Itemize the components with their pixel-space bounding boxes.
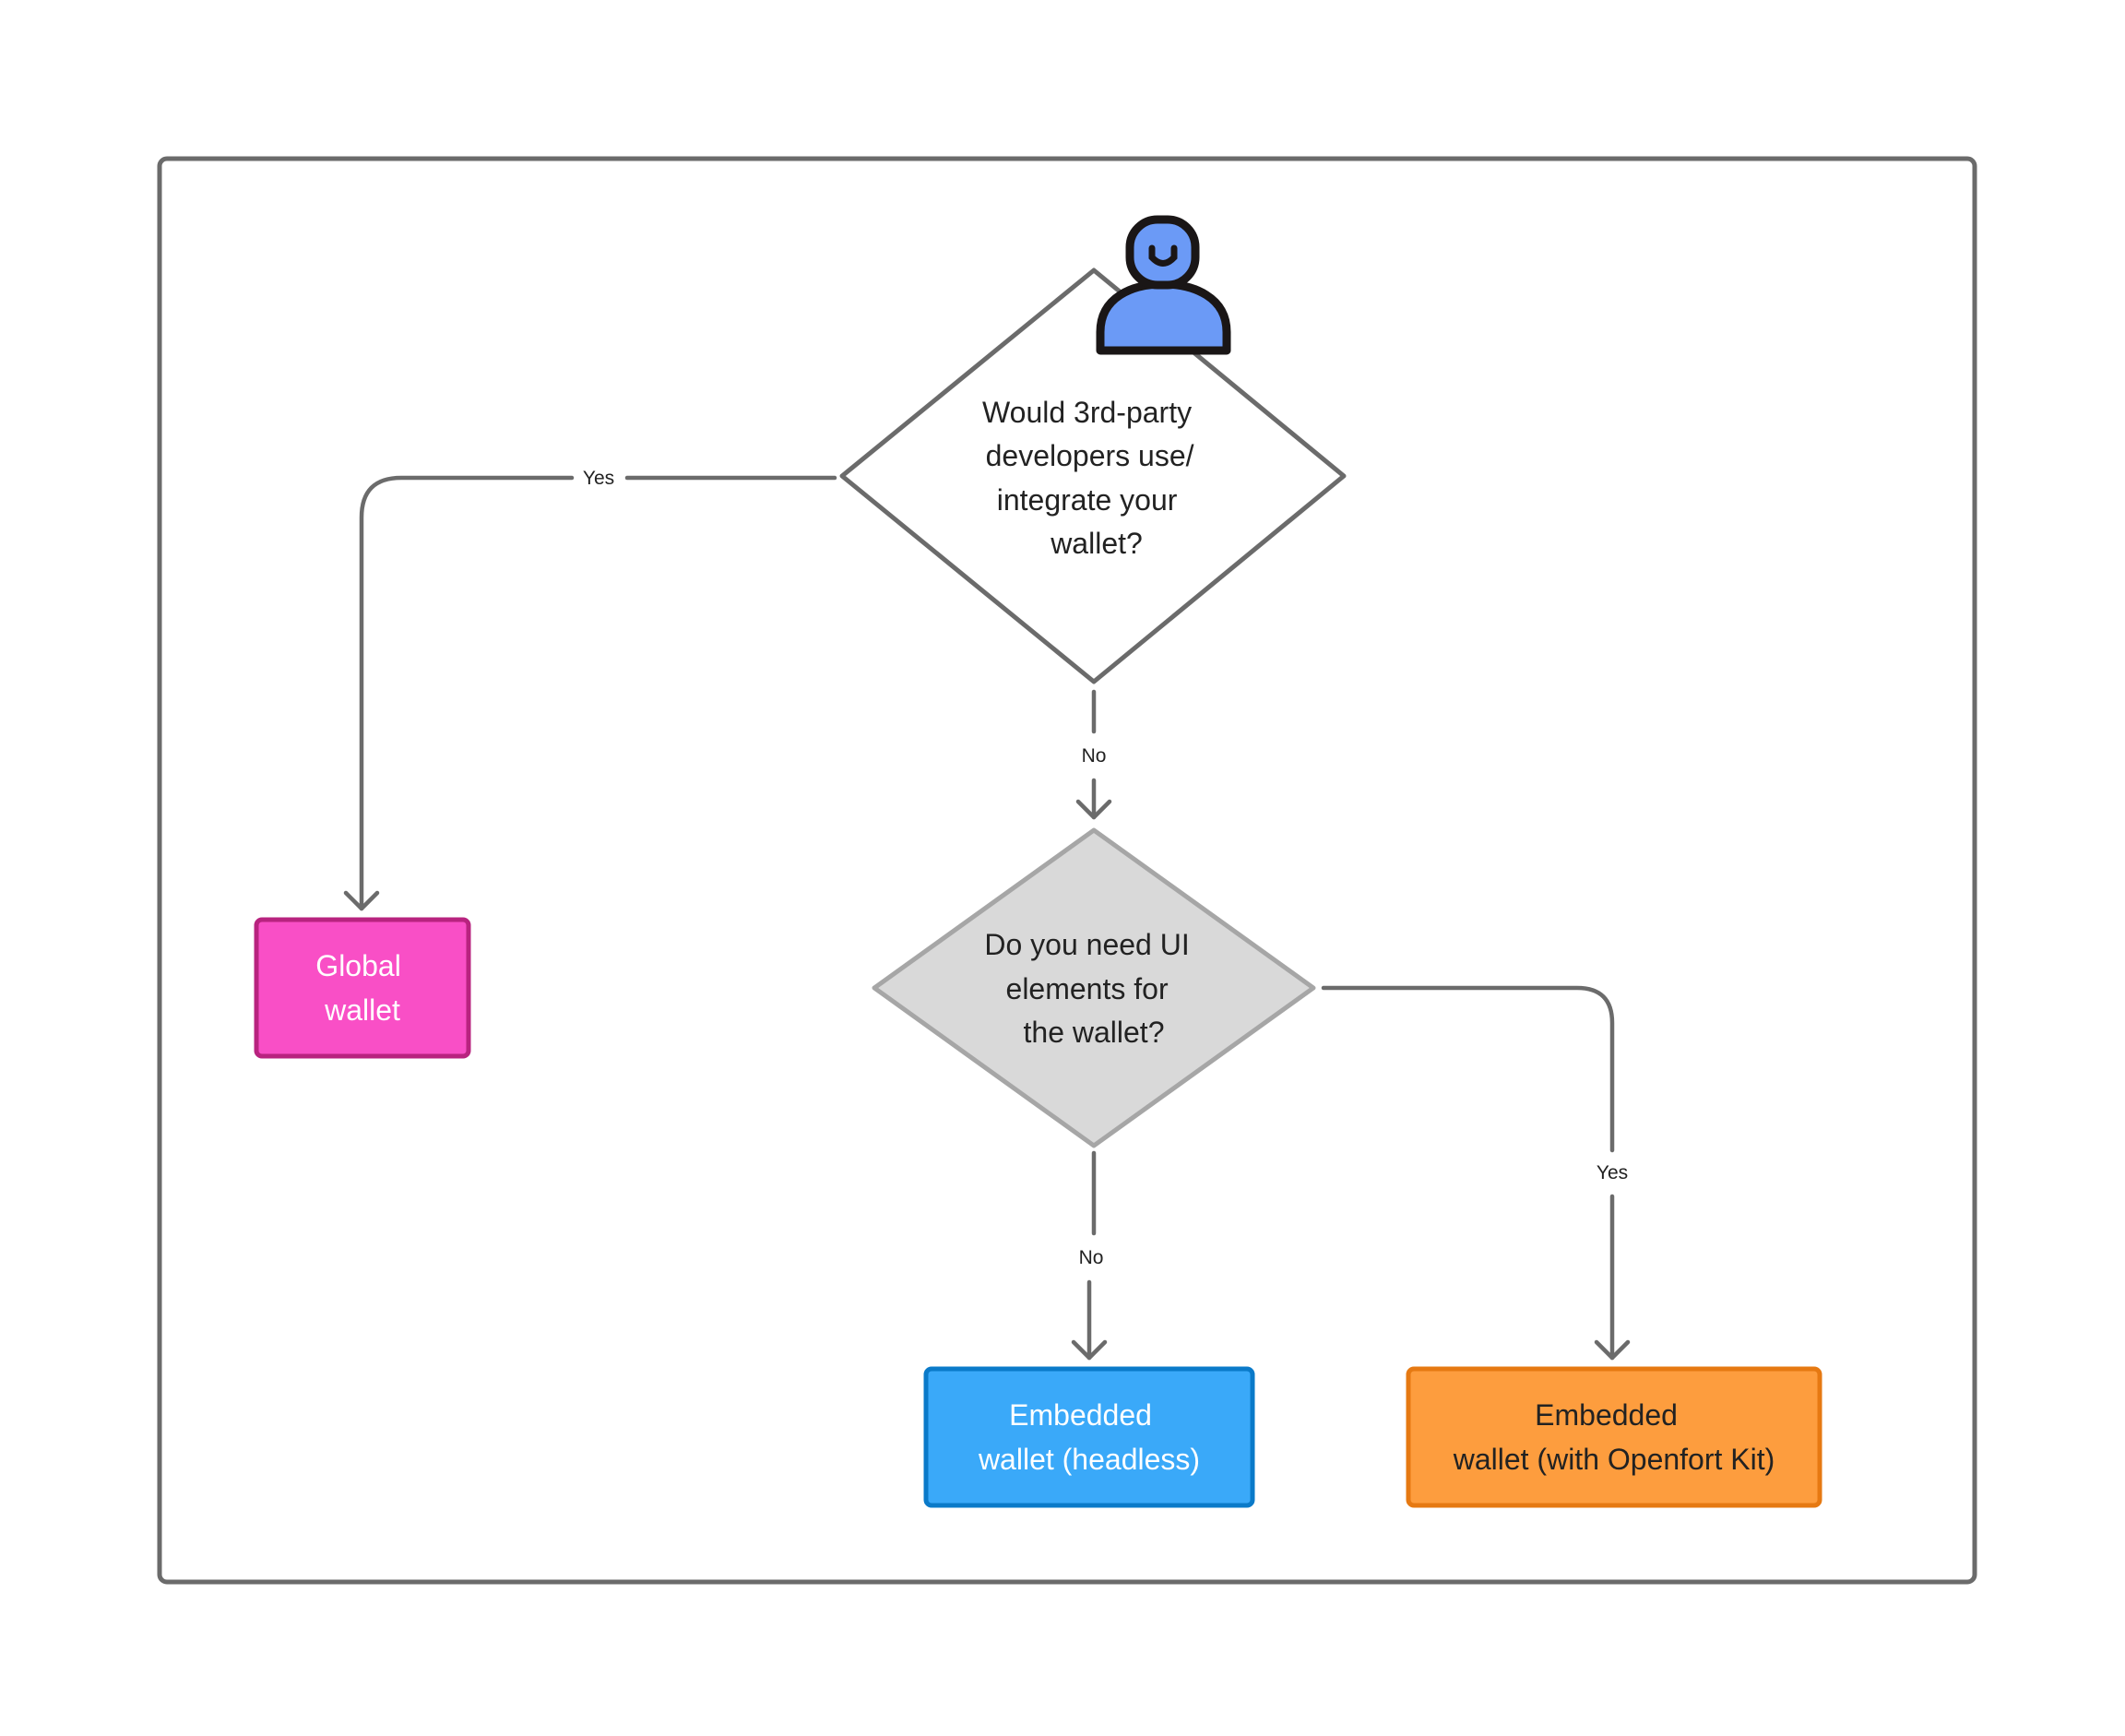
decision-third-party: Would 3rd-party developers use/ integrat… <box>839 268 1347 684</box>
text-line: developers use/ <box>986 439 1194 472</box>
text-line: integrate your <box>997 483 1178 517</box>
decision-third-party-text: Would 3rd-party developers use/ integrat… <box>982 396 1202 560</box>
edge-label-q1-no: No <box>1082 745 1107 767</box>
text-line: wallet <box>324 993 400 1027</box>
decision-ui-elements: Do you need UI elements for the wallet? <box>872 827 1316 1148</box>
result-embedded-openfort-kit: Embedded wallet (with Openfort Kit) <box>1406 1366 1822 1508</box>
text-line: Global <box>315 949 401 982</box>
edge-label-q1-yes: Yes <box>583 468 614 489</box>
edge-q2-no: No <box>1071 1150 1108 1361</box>
text-line: elements for <box>1006 972 1169 1005</box>
edge-label-q2-yes: Yes <box>1597 1162 1628 1183</box>
result-global-wallet: Global wallet <box>254 917 471 1059</box>
text-line: wallet (with Openfort Kit) <box>1453 1443 1775 1476</box>
text-line: Do you need UI <box>984 928 1189 961</box>
embedded-openfort-kit-text: Embedded wallet (with Openfort Kit) <box>1453 1398 1775 1476</box>
result-box <box>1406 1366 1822 1508</box>
result-embedded-headless: Embedded wallet (headless) <box>923 1366 1255 1508</box>
user-icon <box>1096 215 1231 355</box>
decision-ui-elements-text: Do you need UI elements for the wallet? <box>984 928 1197 1049</box>
text-line: the wallet? <box>1024 1016 1165 1049</box>
edge-q2-yes: Yes <box>1321 985 1631 1361</box>
diagram-frame <box>157 156 1977 1585</box>
embedded-headless-text: Embedded wallet (headless) <box>978 1398 1200 1476</box>
edge-q1-yes: Yes <box>343 468 837 911</box>
edge-q1-no: No <box>1075 689 1112 820</box>
decision-shape <box>839 268 1347 684</box>
text-line: Embedded <box>1535 1398 1678 1432</box>
text-line: wallet? <box>1050 527 1143 560</box>
result-box <box>254 917 471 1059</box>
edge-label-q2-no: No <box>1079 1247 1104 1268</box>
text-line: Would 3rd-party <box>982 396 1192 429</box>
text-line: wallet (headless) <box>978 1443 1200 1476</box>
decision-shape <box>872 827 1316 1148</box>
text-line: Embedded <box>1009 1398 1152 1432</box>
global-wallet-text: Global wallet <box>315 949 409 1027</box>
result-box <box>923 1366 1255 1508</box>
